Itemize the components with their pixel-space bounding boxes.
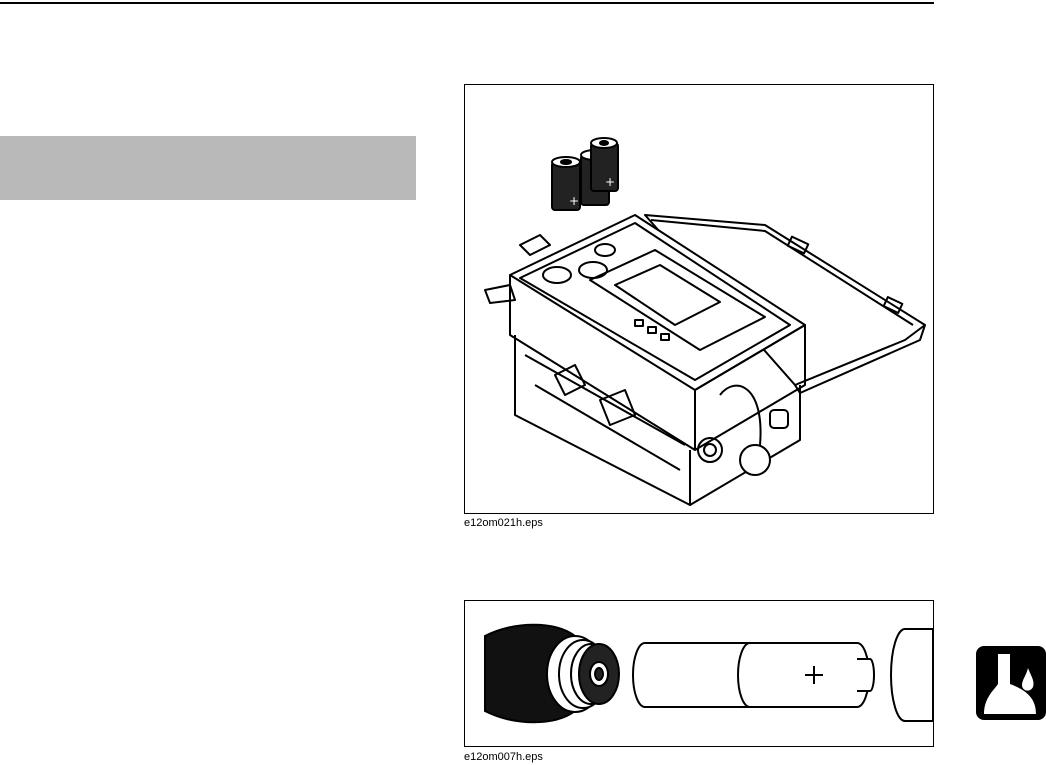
top-rule xyxy=(0,2,934,4)
battery-cell-icon: + xyxy=(591,138,618,191)
battery-cap-illustration xyxy=(465,601,933,746)
instrument-battery-illustration: + + + xyxy=(465,85,933,513)
water-drops-icon xyxy=(976,646,1046,720)
battery-cell-icon: + xyxy=(552,157,580,210)
figure-battery-cap xyxy=(464,600,934,747)
svg-text:+: + xyxy=(569,194,579,208)
svg-text:+: + xyxy=(605,175,615,189)
figure-instrument-batteries: + + + xyxy=(464,84,934,514)
section-heading-band xyxy=(0,136,416,200)
figure-caption: e12om021h.eps xyxy=(464,517,543,529)
figure-caption: e12om007h.eps xyxy=(464,751,543,763)
